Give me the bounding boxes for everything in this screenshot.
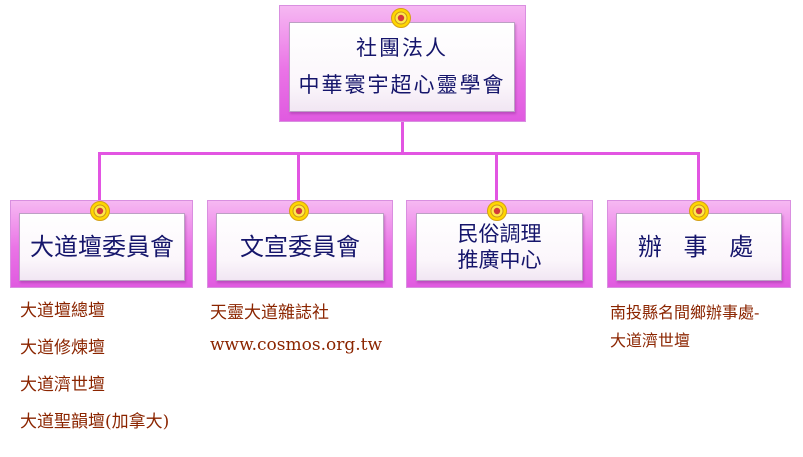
branch-4-subitems: 南投縣名間鄉辦事處- 大道濟世壇 xyxy=(610,302,759,358)
root-node: 社團法人 中華寰宇超心靈學會 xyxy=(289,22,515,112)
branch-1-title: 大道壇委員會 xyxy=(30,233,174,261)
root-title-line1: 社團法人 xyxy=(356,36,448,61)
connector-drop-1 xyxy=(98,152,101,202)
branch-4-title: 辦 事 處 xyxy=(637,233,761,261)
connector-horizontal-bar xyxy=(98,152,700,155)
list-item: 大道修煉壇 xyxy=(20,338,105,358)
root-title-line2: 中華寰宇超心靈學會 xyxy=(298,73,506,97)
list-item: 大道壇總壇 xyxy=(20,301,105,321)
branch-2-node: 文宣委員會 xyxy=(216,213,384,281)
branch-1-subitems: 大道壇總壇 大道修煉壇 大道濟世壇 大道聖韻壇(加拿大) xyxy=(20,300,169,448)
branch-4-pin-icon xyxy=(689,201,709,221)
list-item: 南投縣名間鄉辦事處- xyxy=(610,303,760,322)
list-item: 大道聖韻壇(加拿大) xyxy=(20,412,170,432)
branch-3-node: 民俗調理 推廣中心 xyxy=(416,213,583,281)
branch-3-title-line1: 民俗調理 xyxy=(457,221,542,246)
branch-3-title-line2: 推廣中心 xyxy=(457,248,542,272)
list-item: www.cosmos.org.tw xyxy=(210,335,383,355)
connector-drop-4 xyxy=(697,152,700,202)
root-pin-icon xyxy=(391,8,411,28)
connector-drop-3 xyxy=(495,152,498,202)
branch-2-pin-icon xyxy=(289,201,309,221)
branch-1-pin-icon xyxy=(90,201,110,221)
branch-2-subitems: 天靈大道雜誌社 www.cosmos.org.tw xyxy=(210,302,382,366)
branch-4-node: 辦 事 處 xyxy=(616,213,782,281)
list-item: 大道濟世壇 xyxy=(20,375,105,395)
branch-2-title: 文宣委員會 xyxy=(240,233,360,261)
branch-1-node: 大道壇委員會 xyxy=(19,213,185,281)
list-item: 天靈大道雜誌社 xyxy=(210,303,329,323)
connector-root-stem xyxy=(401,122,404,153)
connector-drop-2 xyxy=(297,152,300,202)
list-item: 大道濟世壇 xyxy=(610,331,691,350)
branch-3-pin-icon xyxy=(487,201,507,221)
